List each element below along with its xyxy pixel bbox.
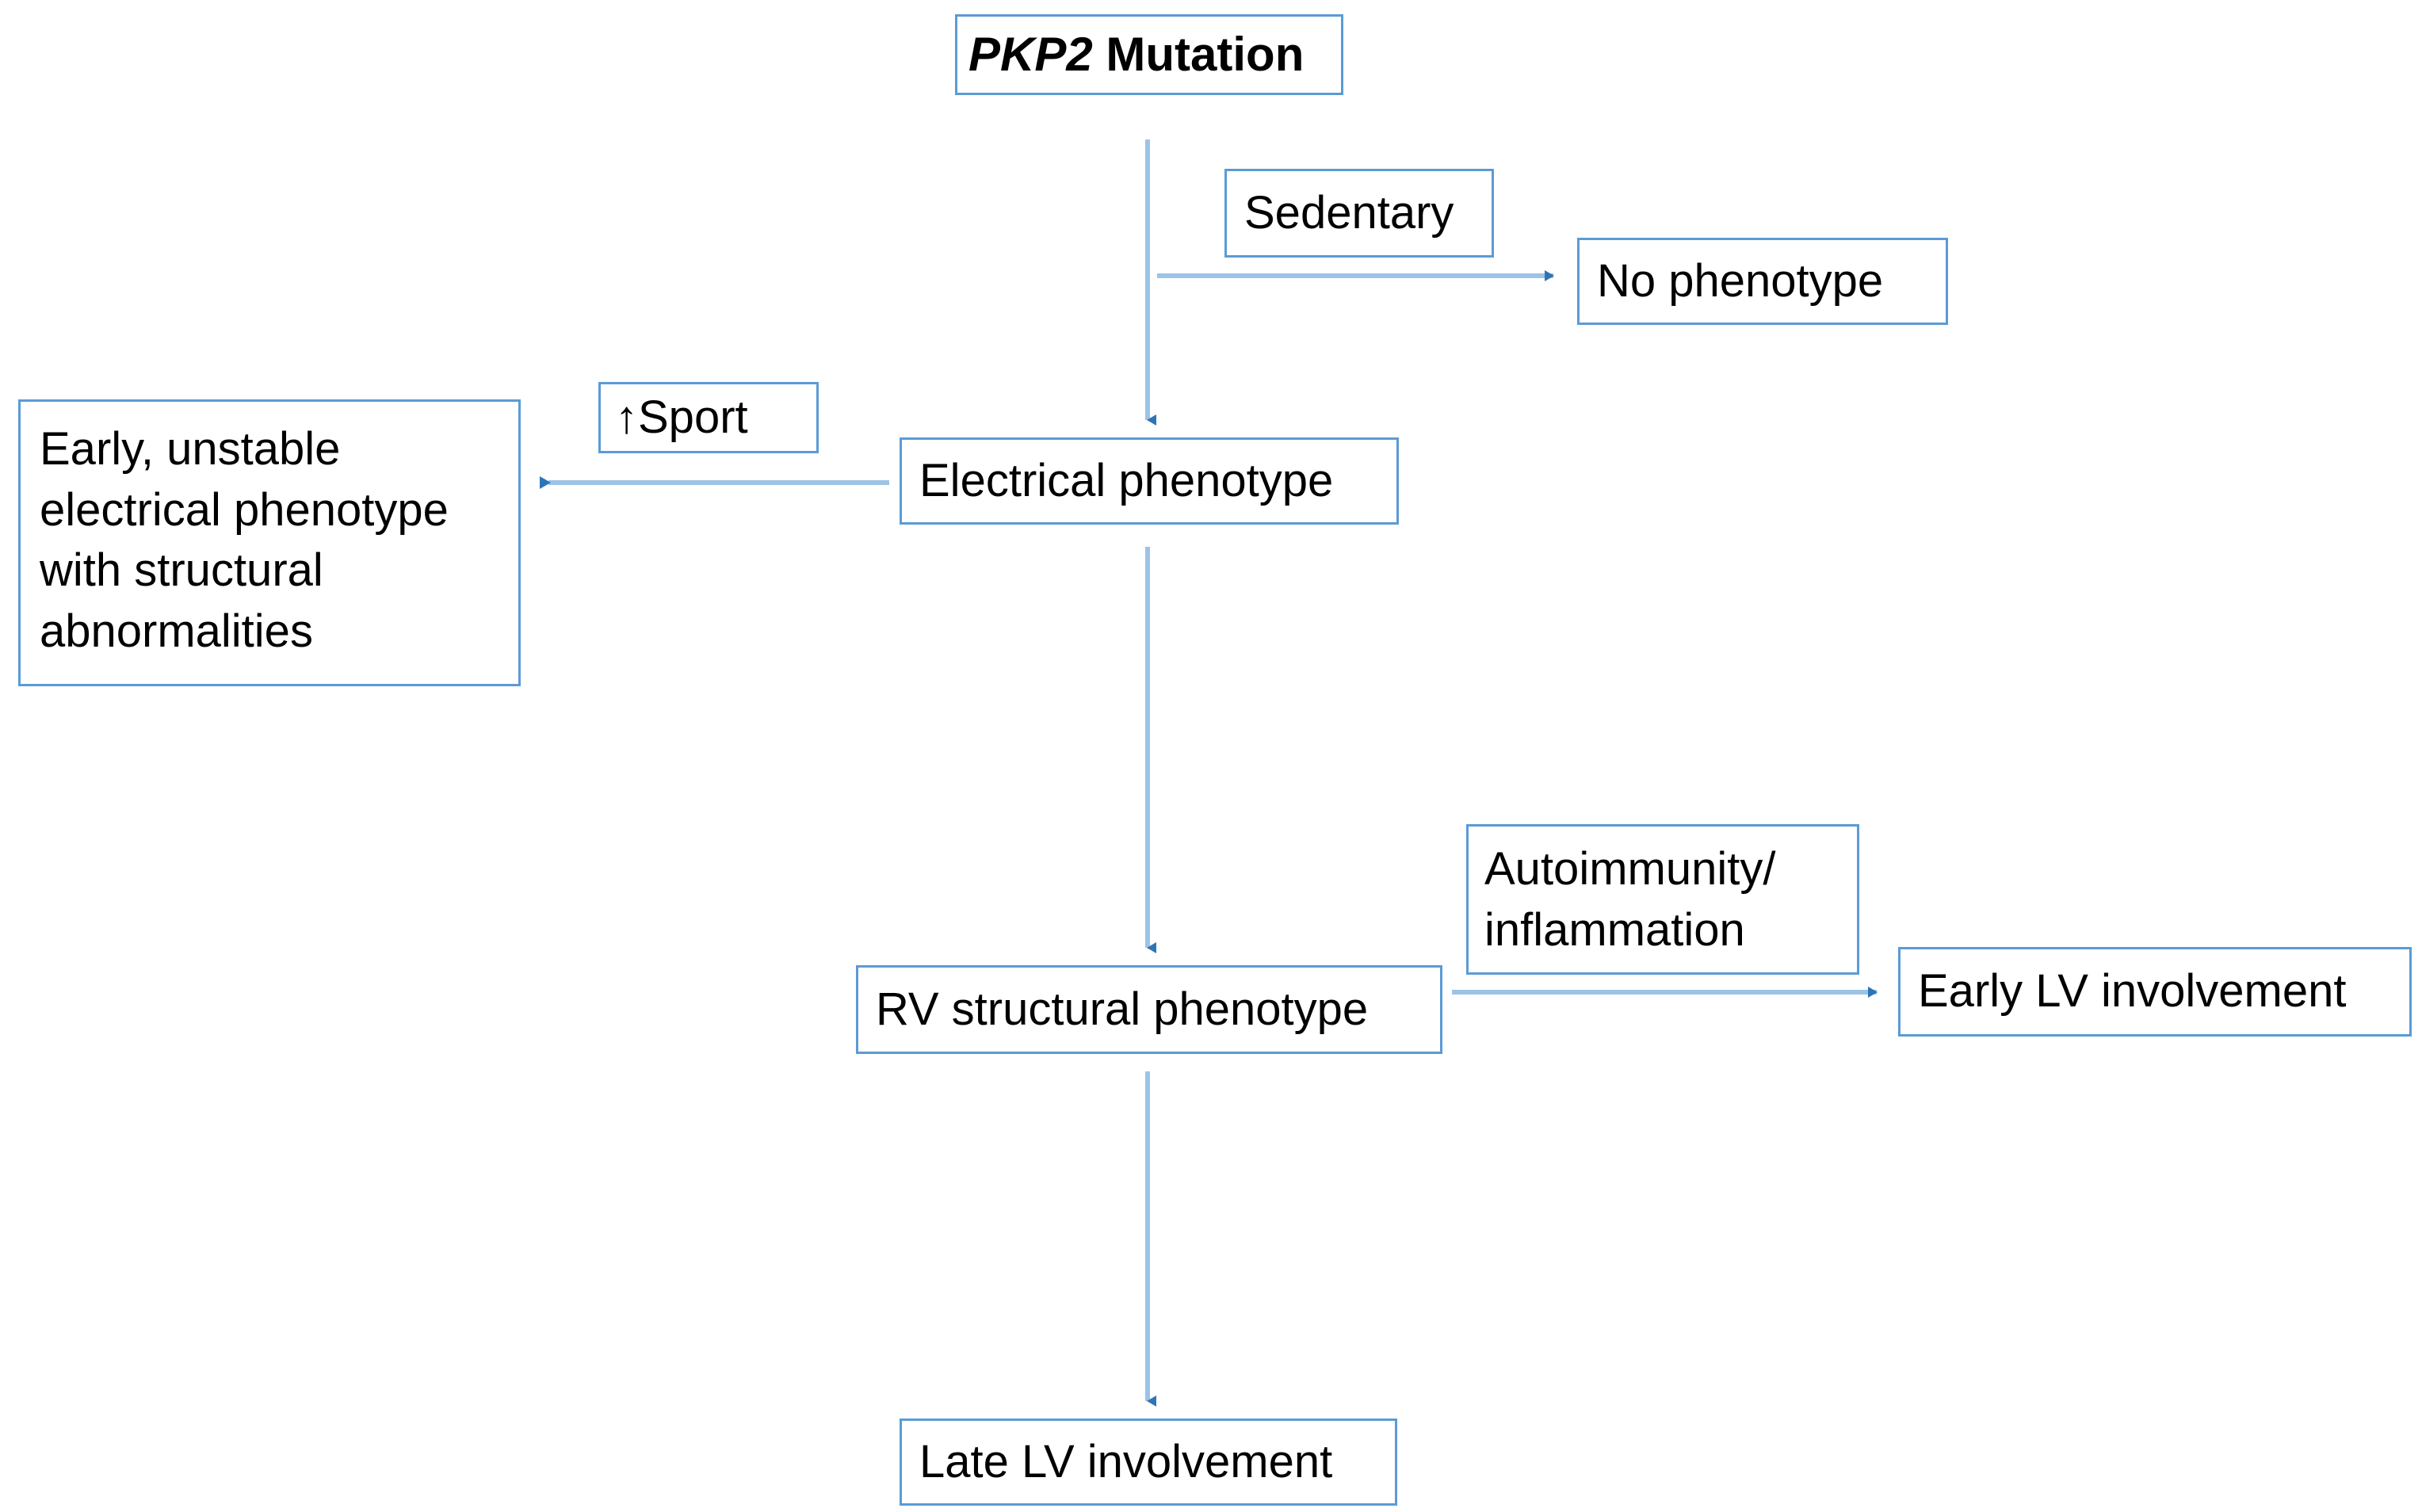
node-late-lv-label: Late LV involvement xyxy=(919,1435,1333,1487)
node-electrical-phenotype-label: Electrical phenotype xyxy=(919,454,1334,506)
node-pkp2-mutation[interactable]: PKP2 Mutation xyxy=(955,14,1343,95)
node-sedentary[interactable]: Sedentary xyxy=(1224,169,1494,258)
node-no-phenotype[interactable]: No phenotype xyxy=(1577,238,1948,325)
node-early-lv-involvement[interactable]: Early LV involvement xyxy=(1898,947,2412,1037)
node-rv-structural-phenotype-label: RV structural phenotype xyxy=(876,983,1369,1035)
node-no-phenotype-label: No phenotype xyxy=(1597,254,1884,307)
node-rv-structural-phenotype[interactable]: RV structural phenotype xyxy=(856,965,1442,1054)
node-autoimmunity-inflammation[interactable]: Autoimmunity/ inflammation xyxy=(1466,824,1859,975)
gene-name: PKP2 xyxy=(968,28,1093,82)
node-sport-label: ↑Sport xyxy=(615,391,748,443)
node-early-unstable-label: Early, unstable electrical phenotype wit… xyxy=(40,423,449,657)
node-sedentary-label: Sedentary xyxy=(1244,186,1454,239)
node-early-unstable-electrical-phenotype[interactable]: Early, unstable electrical phenotype wit… xyxy=(18,399,521,686)
node-autoimmunity-label: Autoimmunity/ inflammation xyxy=(1484,843,1776,956)
node-sport[interactable]: ↑Sport xyxy=(598,382,819,453)
node-electrical-phenotype[interactable]: Electrical phenotype xyxy=(900,437,1399,525)
node-late-lv-involvement[interactable]: Late LV involvement xyxy=(900,1418,1397,1506)
node-early-lv-label: Early LV involvement xyxy=(1918,965,2347,1018)
node-pkp2-mutation-suffix: Mutation xyxy=(1092,28,1305,82)
node-pkp2-mutation-label: PKP2 Mutation xyxy=(968,23,1330,86)
